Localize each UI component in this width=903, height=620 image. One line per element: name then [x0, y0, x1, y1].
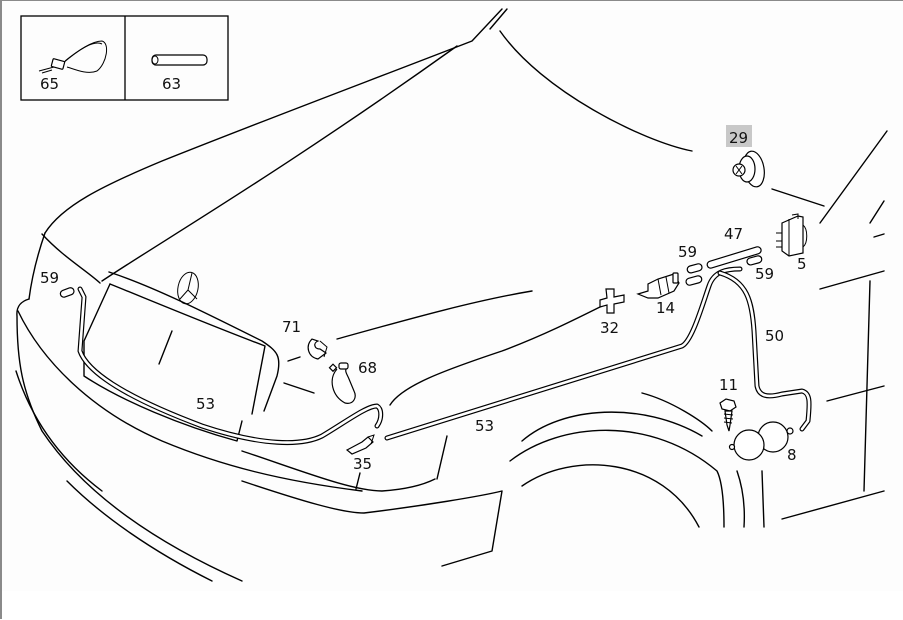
part-label-53[interactable]: 53 [475, 417, 494, 435]
hood-crease-line [101, 45, 458, 282]
tire-line [761, 470, 765, 528]
bumper-upper-line [17, 310, 363, 492]
hood-crease-line [389, 300, 613, 406]
hood-tick-line [283, 382, 315, 394]
hose-sleeve-icon[interactable] [59, 287, 75, 298]
part-label-59[interactable]: 59 [678, 243, 697, 261]
door-line [873, 233, 885, 238]
hood-edge-line [44, 8, 503, 234]
hood-front-line [41, 233, 101, 284]
bumper-bottom-line [66, 480, 213, 582]
part-label-71[interactable]: 71 [282, 318, 301, 336]
part-label-11[interactable]: 11 [719, 376, 738, 394]
hood-curve-line [499, 30, 693, 152]
legend-label-65: 65 [40, 75, 59, 93]
cross-connector-icon[interactable] [599, 288, 625, 314]
part-label-5[interactable]: 5 [797, 255, 807, 273]
grille-frame-line [108, 271, 280, 412]
part-label-14[interactable]: 14 [656, 299, 675, 317]
door-line [869, 200, 885, 224]
hose-sleeve-icon[interactable] [685, 275, 703, 286]
panel-tick-line [355, 472, 361, 490]
fender-line [771, 188, 825, 207]
part-label-47[interactable]: 47 [724, 225, 743, 243]
hose-53-left [77, 286, 384, 446]
grommet-plug-icon[interactable] [732, 150, 767, 189]
part-label-29[interactable]: 29 [729, 129, 748, 147]
hose-clip-icon[interactable] [307, 338, 328, 360]
grille-inner-line [109, 283, 266, 415]
front-panel-line [241, 480, 503, 567]
hood-crease-line [336, 290, 533, 340]
hose-routing [77, 266, 812, 446]
car-outline [15, 8, 888, 582]
wheel-arch-line [509, 429, 725, 528]
part-label-35[interactable]: 35 [353, 455, 372, 473]
canvas-bottom-margin [2, 591, 903, 619]
check-valve-icon[interactable] [636, 272, 680, 299]
panel-seam-line [436, 435, 448, 480]
bumper-lower-line [15, 370, 103, 492]
apron-line [241, 450, 436, 492]
fender-line [28, 232, 46, 300]
fluid-reservoir-icon[interactable] [728, 421, 794, 461]
hose-sleeve-icon[interactable] [686, 263, 703, 274]
hose-clamp-icon[interactable] [328, 362, 356, 404]
door-line [819, 270, 885, 290]
hose-connector-icon[interactable] [151, 54, 208, 66]
highlight-box [726, 125, 752, 147]
part-label-32[interactable]: 32 [600, 319, 619, 337]
hood-tick-line [287, 356, 301, 362]
wheel-arch-line [641, 392, 713, 432]
tire-line [736, 470, 746, 528]
part-label-50[interactable]: 50 [765, 327, 784, 345]
door-line [826, 385, 885, 402]
grille-lower-line [83, 283, 243, 442]
sill-line [781, 490, 885, 520]
part-label-53[interactable]: 53 [196, 395, 215, 413]
part-label-8[interactable]: 8 [787, 446, 797, 464]
spray-nozzle-icon[interactable] [345, 434, 375, 455]
door-edge-line [863, 280, 871, 492]
part-label-59[interactable]: 59 [755, 265, 774, 283]
emblem-icon [177, 271, 199, 305]
legend-label-63: 63 [162, 75, 181, 93]
windshield-pillar-line [819, 130, 888, 224]
part-label-68[interactable]: 68 [358, 359, 377, 377]
wheel-arch-line [521, 411, 703, 442]
part-label-59[interactable]: 59 [40, 269, 59, 287]
hood-edge-line [489, 8, 508, 30]
tire-line [521, 464, 700, 528]
cable-tie-icon[interactable] [38, 40, 108, 74]
grille-slash-line [158, 330, 173, 365]
pump-connector-icon[interactable] [776, 213, 808, 257]
straight-connector-icon[interactable] [706, 246, 762, 269]
screw-icon[interactable] [719, 398, 737, 432]
bumper-outer-line [16, 298, 243, 582]
hose-sleeve-icon[interactable] [746, 255, 763, 266]
legend-box: 65 63 [20, 15, 229, 101]
